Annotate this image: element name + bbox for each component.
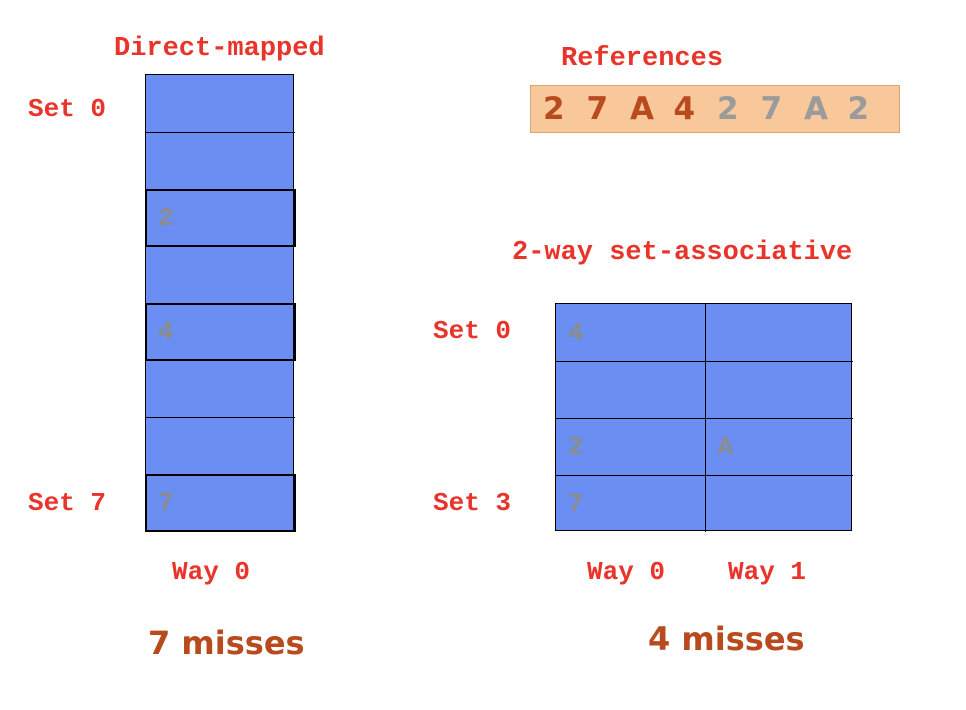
reference-item: 2: [543, 91, 565, 127]
dm-set-row: [146, 75, 295, 132]
dm-set-row: 2: [145, 189, 296, 247]
sa-way1-label: Way 1: [728, 557, 807, 587]
reference-item: 2: [717, 91, 739, 127]
dm-cache-cell: [146, 75, 295, 132]
reference-item: 7: [586, 91, 609, 127]
reference-item: 2: [847, 91, 870, 127]
dm-set-row: [146, 246, 295, 303]
dm-cache-cell: [146, 361, 295, 417]
direct-mapped-title: Direct-mapped: [114, 34, 325, 64]
sa-cell-value: 2: [568, 432, 584, 462]
dm-set-row: [146, 132, 295, 189]
reference-item: A: [804, 91, 828, 127]
dm-cache-cell: 2: [145, 189, 296, 247]
sa-way0-label: Way 0: [587, 557, 666, 587]
reference-item: 7: [760, 91, 783, 127]
sa-set-row: 4: [556, 304, 853, 361]
direct-mapped-cache: 2 4 7: [145, 74, 296, 532]
sa-set0-label: Set 0: [433, 316, 512, 346]
dm-set-row: 4: [145, 303, 296, 361]
dm-set0-label: Set 0: [28, 94, 107, 124]
sa-cache-cell: 2: [556, 419, 705, 475]
dm-cache-cell: [146, 418, 295, 474]
dm-set-row: [146, 360, 295, 417]
sa-cache-cell: [556, 362, 705, 418]
sa-set-row: 7: [556, 475, 853, 532]
sa-set3-label: Set 3: [433, 488, 512, 518]
sa-misses: 4 misses: [648, 620, 805, 658]
dm-set7-label: Set 7: [28, 488, 107, 518]
sa-cell-value: A: [717, 432, 734, 462]
dm-cell-value: 4: [158, 317, 174, 347]
sa-cell-value: 7: [568, 489, 584, 519]
dm-cache-cell: [146, 247, 295, 303]
sa-set-row: [556, 361, 853, 418]
sa-cache-cell: A: [704, 419, 854, 475]
dm-cell-value: 2: [158, 203, 174, 233]
dm-way0-label: Way 0: [172, 557, 251, 587]
dm-cache-cell: 7: [145, 474, 296, 532]
sa-cache-cell: [704, 304, 854, 361]
sa-cache-cell: 7: [556, 476, 705, 532]
references-title: References: [561, 44, 724, 74]
dm-misses: 7 misses: [148, 624, 305, 662]
sa-cache-cell: [704, 362, 854, 418]
dm-cell-value: 7: [158, 488, 174, 518]
dm-set-row: [146, 417, 295, 474]
sa-cell-value: 4: [568, 317, 584, 348]
set-assoc-title: 2-way set-associative: [512, 238, 853, 268]
dm-set-row: 7: [145, 474, 296, 532]
dm-cache-cell: [146, 133, 295, 189]
dm-cache-cell: 4: [145, 303, 296, 361]
sa-cache-cell: [704, 476, 854, 532]
sa-cache-cell: 4: [556, 304, 705, 361]
reference-item: 4: [673, 91, 696, 127]
reference-item: A: [630, 91, 654, 127]
